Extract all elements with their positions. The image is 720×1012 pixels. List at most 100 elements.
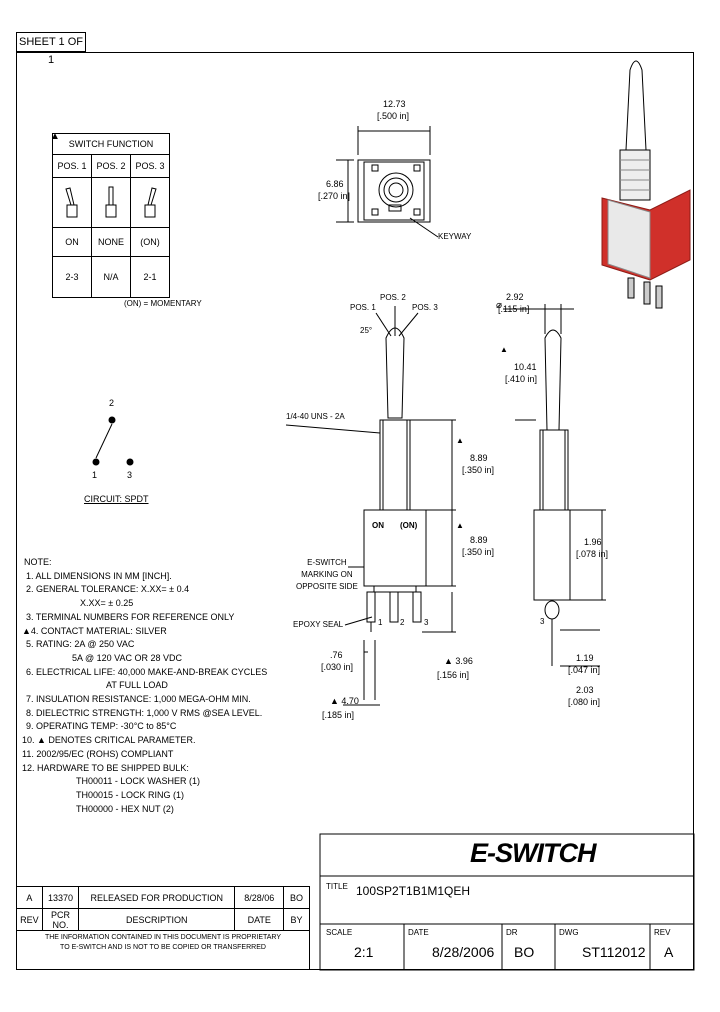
- note-11: 11. 2002/95/EC (ROHS) COMPLIANT: [22, 748, 174, 759]
- front-terminal-3: 3: [424, 618, 429, 627]
- switch-function-table: SWITCH FUNCTION POS. 1 POS. 2 POS. 3 ON …: [52, 133, 170, 298]
- sheet-number: SHEET 1 OF 1: [16, 32, 86, 66]
- circuit-spdt-symbol: [92, 416, 134, 466]
- pos1-label: POS. 1: [350, 303, 376, 312]
- pos2-function: NONE: [91, 227, 131, 257]
- note-12a: TH00011 - LOCK WASHER (1): [76, 776, 201, 787]
- angle-label: 25°: [360, 326, 373, 335]
- dim-d-mm: ▲ 4.70: [330, 696, 359, 706]
- rev-value: A: [16, 886, 43, 909]
- dim-c-in: [.030 in]: [321, 662, 354, 672]
- by-value: BO: [283, 886, 310, 909]
- e-switch-logo: E-SWITCH: [470, 838, 596, 868]
- switch-function-title: SWITCH FUNCTION: [52, 133, 170, 155]
- switch-product-illustration: [601, 60, 691, 309]
- note-6: 6. ELECTRICAL LIFE: 40,000 MAKE-AND-BREA…: [26, 666, 268, 677]
- top-width-mm: 12.73: [383, 99, 406, 109]
- pos3-label: POS. 3: [412, 303, 438, 312]
- side-view-outline: [503, 304, 606, 667]
- date-header: DATE: [234, 908, 285, 931]
- note-8: 8. DIELECTRIC STRENGTH: 1,000 V RMS @SEA…: [26, 707, 263, 718]
- rev-header: REV: [16, 908, 43, 931]
- scale-value: 2:1: [354, 944, 374, 960]
- dim-e-in: [.156 in]: [437, 670, 470, 680]
- front-terminal-1: 1: [378, 618, 383, 627]
- epoxy-label: EPOXY SEAL: [293, 620, 344, 629]
- proprietary-line-1: THE INFORMATION CONTAINED IN THIS DOCUME…: [44, 934, 282, 941]
- proprietary-notice: THE INFORMATION CONTAINED IN THIS DOCUME…: [16, 930, 310, 970]
- dim-b-mm: 8.89: [470, 535, 488, 545]
- title-block-lines: [319, 833, 695, 971]
- dim-a-mm: 8.89: [470, 453, 488, 463]
- critical-triangle-icon: ▲: [456, 436, 464, 445]
- top-height-mm: 6.86: [326, 179, 344, 189]
- notes-block: NOTE: 1. ALL DIMENSIONS IN MM [INCH]. 2.…: [22, 556, 267, 816]
- dim-e-mm: ▲ 3.96: [444, 656, 473, 666]
- pos2-lever-icon: [91, 177, 131, 228]
- note-1: 1. ALL DIMENSIONS IN MM [INCH].: [26, 570, 172, 581]
- dim-b-in: [.350 in]: [462, 547, 495, 557]
- date-value: 8/28/06: [234, 886, 285, 909]
- critical-triangle-icon: ▲: [330, 696, 342, 706]
- dim-e-value: 3.96: [455, 656, 473, 666]
- side-total-mm: 2.03: [576, 685, 594, 695]
- side-terminal-3: 3: [540, 617, 545, 626]
- momentary-footnote: (ON) = MOMENTARY: [124, 299, 202, 308]
- pos1-terminals: 2-3: [52, 256, 92, 298]
- critical-triangle-icon: ▲: [500, 345, 508, 354]
- pcr-value: 13370: [41, 886, 80, 909]
- pos1-header: POS. 1: [52, 154, 92, 178]
- pos1-function: ON: [52, 227, 92, 257]
- side-body-mm: 1.96: [584, 537, 602, 547]
- diameter-icon: ⌀: [496, 300, 503, 311]
- note-4-text: 4. CONTACT MATERIAL: SILVER: [30, 625, 167, 636]
- critical-triangle-icon: ▲: [444, 656, 456, 666]
- dwg-label: DWG: [559, 928, 579, 937]
- dim-c-mm: .76: [330, 650, 343, 660]
- top-height-in: [.270 in]: [318, 191, 351, 201]
- side-term-in: [.047 in]: [568, 665, 601, 675]
- circuit-terminal-1: 1: [92, 470, 98, 480]
- marking-line-3: OPPOSITE SIDE: [296, 582, 358, 591]
- marking-line-1: E-SWITCH: [307, 558, 347, 567]
- scale-label: SCALE: [326, 928, 353, 937]
- body-mom-label: (ON): [400, 521, 418, 530]
- pos3-header: POS. 3: [130, 154, 170, 178]
- note-3: 3. TERMINAL NUMBERS FOR REFERENCE ONLY: [26, 611, 235, 622]
- side-lever-mm: 10.41: [514, 362, 537, 372]
- pos2-terminals: N/A: [91, 256, 131, 298]
- note-10: 10. ▲ DENOTES CRITICAL PARAMETER.: [22, 735, 196, 746]
- front-terminal-2: 2: [400, 618, 405, 627]
- side-dia-in: [.115 in]: [498, 304, 530, 314]
- marking-note: E-SWITCH MARKING ON OPPOSITE SIDE: [296, 557, 358, 593]
- critical-triangle-icon: ▲: [456, 521, 464, 530]
- description-value: RELEASED FOR PRODUCTION: [78, 886, 236, 909]
- revision-table: A 13370 RELEASED FOR PRODUCTION 8/28/06 …: [16, 886, 310, 931]
- dr-label: DR: [506, 928, 518, 937]
- note-9: 9. OPERATING TEMP: -30°C to 85°C: [26, 721, 177, 732]
- note-12c: TH00000 - HEX NUT (2): [76, 803, 174, 814]
- dim-d-in: [.185 in]: [322, 710, 355, 720]
- circuit-terminal-2: 2: [109, 398, 115, 408]
- note-5b: 5A @ 120 VAC OR 28 VDC: [72, 652, 183, 663]
- side-lever-in: [.410 in]: [505, 374, 538, 384]
- rev-letter: A: [664, 944, 674, 960]
- side-term-mm: 1.19: [576, 653, 594, 663]
- note-5: 5. RATING: 2A @ 250 VAC: [26, 639, 135, 650]
- side-body-in: [.078 in]: [576, 549, 609, 559]
- by-header: BY: [283, 908, 310, 931]
- side-dia-mm: 2.92: [506, 292, 524, 302]
- top-width-in: [.500 in]: [377, 111, 410, 121]
- circuit-label: CIRCUIT: SPDT: [84, 494, 149, 504]
- pos2-label: POS. 2: [380, 293, 406, 302]
- pos3-function: (ON): [130, 227, 170, 257]
- note-6b: AT FULL LOAD: [106, 680, 168, 691]
- body-on-label: ON: [372, 521, 384, 530]
- drawing-date: 8/28/2006: [432, 944, 495, 960]
- dim-a-in: [.350 in]: [462, 465, 495, 475]
- description-header: DESCRIPTION: [78, 908, 236, 931]
- pos2-header: POS. 2: [91, 154, 131, 178]
- critical-triangle-icon: ▲: [50, 131, 60, 142]
- marking-line-2: MARKING ON: [301, 570, 353, 579]
